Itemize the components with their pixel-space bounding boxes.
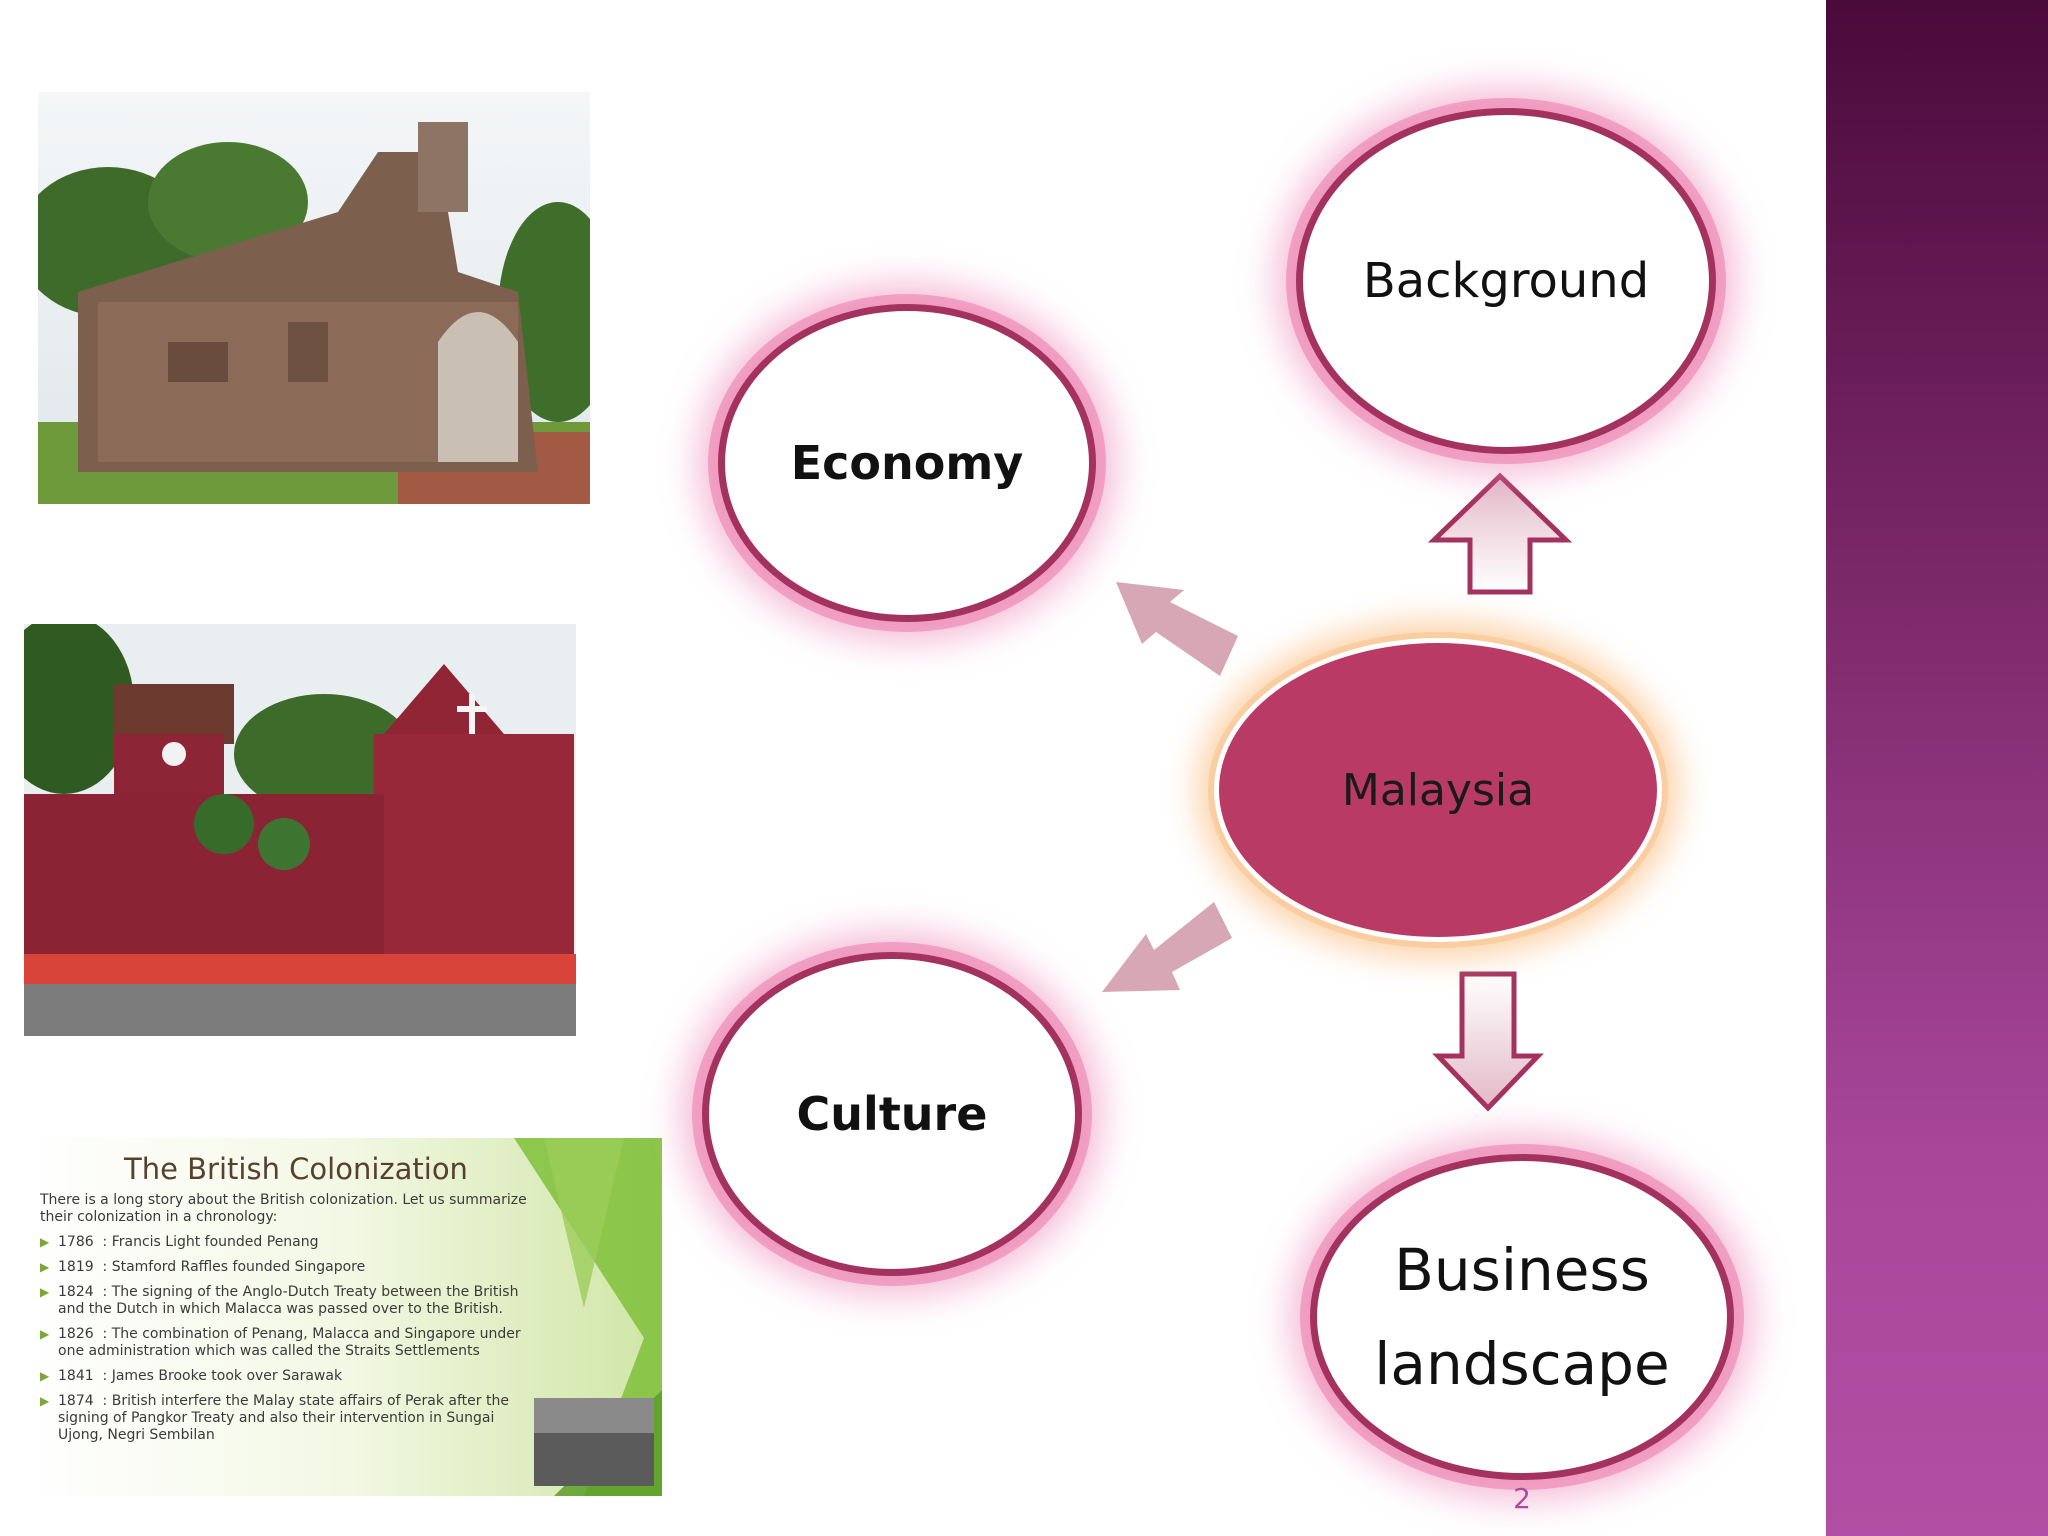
list-item: ▶1819 : Stamford Raffles founded Singapo… (40, 1259, 366, 1275)
list-item: ▶1841 : James Brooke took over Sarawak (40, 1368, 343, 1384)
side-decor-band (1826, 0, 2048, 1536)
arrow-to-culture (1102, 902, 1232, 992)
economy-node: Economy (718, 304, 1096, 622)
fort-ruins-photo (38, 92, 590, 504)
culture-label: Culture (796, 1087, 988, 1141)
background-label: Background (1362, 253, 1650, 309)
malaysia-label: Malaysia (1341, 764, 1535, 816)
landscape-label: landscape (1374, 1330, 1670, 1398)
colonization-intro: There is a long story about the British … (40, 1192, 527, 1225)
economy-label: Economy (790, 436, 1024, 490)
list-item: ▶1874 : British interfere the Malay stat… (40, 1393, 509, 1443)
culture-node: Culture (702, 952, 1082, 1276)
colonization-slide-thumbnail: The British Colonization There is a long… (24, 1138, 662, 1496)
business-label: Business (1394, 1236, 1650, 1304)
slide-number: 2 (1513, 1482, 1531, 1515)
business-landscape-node: Business landscape (1310, 1154, 1734, 1480)
list-item: ▶1786 : Francis Light founded Penang (40, 1234, 319, 1250)
background-node: Background (1296, 108, 1716, 454)
arrow-to-background (1427, 472, 1573, 595)
list-item: ▶1826 : The combination of Penang, Malac… (40, 1326, 521, 1359)
malaysia-center-node: Malaysia (1214, 638, 1662, 942)
arrow-to-business (1432, 971, 1544, 1112)
colonization-list: ▶1786 : Francis Light founded Penang ▶18… (38, 1234, 538, 1452)
arrow-to-economy (1116, 582, 1238, 676)
red-church-photo (24, 624, 576, 1036)
colonization-title: The British Colonization (124, 1152, 468, 1186)
list-item: ▶1824 : The signing of the Anglo-Dutch T… (40, 1284, 519, 1317)
